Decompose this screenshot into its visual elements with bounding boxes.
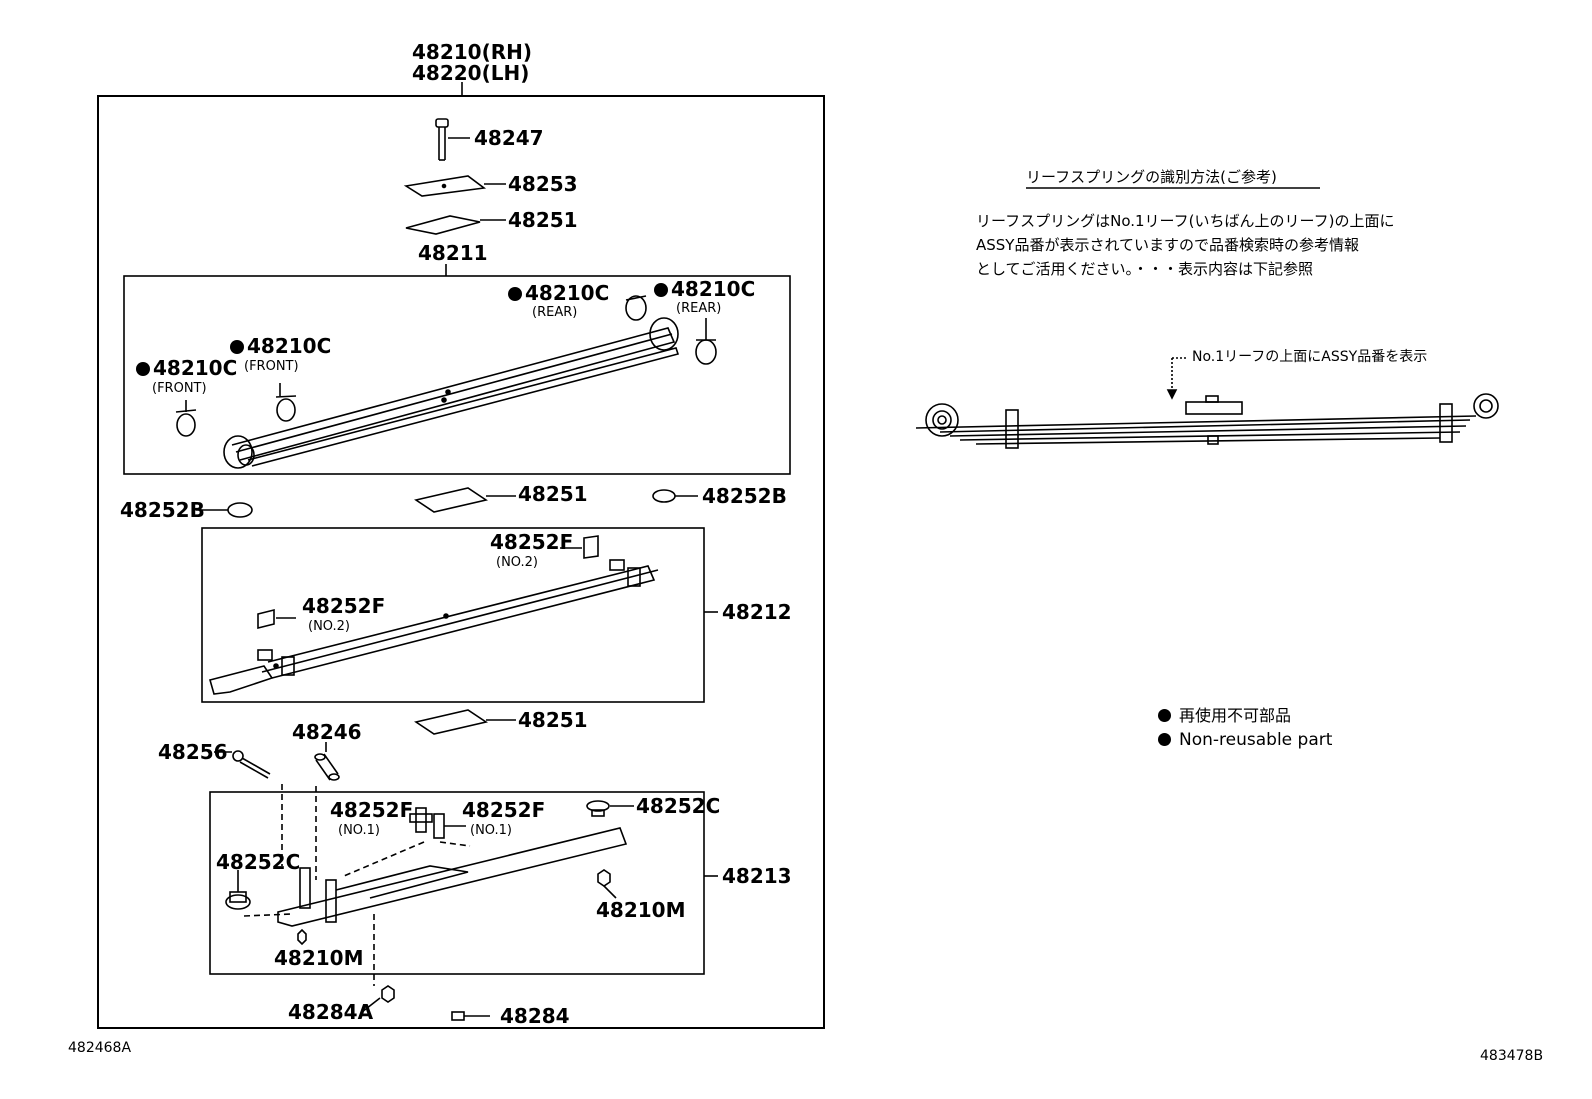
clip-no1-left-note: (NO.1) (338, 823, 380, 838)
assembly-lh-label[interactable]: 48220(LH) (412, 61, 530, 85)
part-48251-low-label[interactable]: 48251 (518, 708, 588, 732)
info-line-2: ASSY品番が表示されていますので品番検索時の参考情報 (976, 236, 1360, 254)
info-heading: リーフスプリングの識別方法(ご参考) (1026, 168, 1277, 186)
bushing-front-2-note: (FRONT) (244, 359, 299, 374)
part-48213-label[interactable]: 48213 (722, 864, 792, 888)
bushing-rear-2-code: 48210C (671, 277, 756, 301)
pin-48246 (314, 742, 340, 781)
ref-left: 482468A (68, 1040, 132, 1056)
pad-48251-mid (414, 487, 516, 513)
bushing-front-1 (175, 400, 197, 437)
bushing-front-2 (275, 383, 297, 422)
pad-48251-low (414, 709, 516, 735)
plate-48213 (277, 827, 628, 927)
bumper-48252C-left (225, 870, 251, 910)
info-line-1: リーフスプリングはNo.1リーフ(いちばん上のリーフ)の上面に (976, 212, 1395, 230)
non-reusable-mark (136, 362, 150, 376)
clip-no2-right (560, 535, 599, 559)
leaf-48211 (223, 317, 680, 469)
clip-no1-left-label[interactable]: 48252F (330, 798, 414, 822)
part-48252C-left-label[interactable]: 48252C (216, 850, 301, 874)
part-48252B-left-label[interactable]: 48252B (120, 498, 205, 522)
nut-48284 (451, 1011, 490, 1021)
part-48246-label[interactable]: 48246 (292, 720, 362, 744)
frame-48213 (209, 791, 705, 975)
clip-no1-right-label[interactable]: 48252F (462, 798, 546, 822)
bushing-front-1-code: 48210C (153, 356, 238, 380)
bushing-front-2-label[interactable]: 48210C (230, 336, 331, 356)
bushing-rear-2 (695, 318, 717, 365)
bushing-front-1-label[interactable]: 48210C (136, 358, 237, 378)
bushing-rear-2-label[interactable]: 48210C (654, 279, 755, 299)
bolt-48247 (435, 118, 470, 161)
legend-en: Non-reusable part (1158, 732, 1332, 749)
part-48210M-left-label[interactable]: 48210M (274, 946, 364, 970)
part-48251-top-label[interactable]: 48251 (508, 208, 578, 232)
bushing-rear-2-note: (REAR) (676, 301, 722, 316)
ref-right: 483478B (1480, 1048, 1544, 1064)
callout-text: No.1リーフの上面にASSY品番を表示 (1192, 349, 1428, 365)
reference-spring (915, 393, 1499, 449)
part-48211-label[interactable]: 48211 (418, 241, 488, 265)
nut-48284A (361, 985, 395, 1013)
nut-48210M-left (297, 928, 307, 946)
legend-jp-text: 再使用不可部品 (1179, 706, 1292, 725)
plate-48253 (403, 175, 506, 197)
part-48210M-right-label[interactable]: 48210M (596, 898, 686, 922)
bushing-front-1-note: (FRONT) (152, 381, 207, 396)
part-48284A-label[interactable]: 48284A (288, 1000, 374, 1024)
assembly-rh-label[interactable]: 48210(RH) (412, 40, 532, 64)
non-reusable-mark (230, 340, 244, 354)
clip-no2-right-note: (NO.2) (496, 555, 538, 570)
part-48252C-right-label[interactable]: 48252C (636, 794, 721, 818)
assembly-frame (97, 95, 825, 1029)
part-48252B-right-label[interactable]: 48252B (702, 484, 787, 508)
bolt-48256 (214, 750, 271, 779)
clip-no1-right-note: (NO.1) (470, 823, 512, 838)
bushing-rear-1 (625, 295, 647, 321)
clip-no1-right (433, 813, 466, 839)
callout-arrow (1166, 357, 1188, 400)
legend-dot-icon (1158, 733, 1171, 746)
part-48251-mid-label[interactable]: 48251 (518, 482, 588, 506)
part-48256-label[interactable]: 48256 (158, 740, 228, 764)
frame-48211 (123, 275, 791, 475)
clip-no2-left-label[interactable]: 48252F (302, 594, 386, 618)
legend-jp: 再使用不可部品 (1158, 708, 1291, 724)
bushing-rear-1-label[interactable]: 48210C (508, 283, 609, 303)
dashed-guides (243, 784, 471, 986)
legend-en-text: Non-reusable part (1179, 730, 1333, 750)
frame-48212 (201, 527, 705, 703)
nut-48210M-right (597, 869, 617, 899)
legend-dot-icon (1158, 709, 1171, 722)
bumper-48252C-right (586, 800, 634, 817)
clip-no1-left (409, 807, 433, 833)
bushing-rear-1-note: (REAR) (532, 305, 578, 320)
info-line-3: としてご活用ください。・・・表示内容は下記参照 (976, 260, 1314, 278)
part-48284-label[interactable]: 48284 (500, 1004, 570, 1028)
part-48212-label[interactable]: 48212 (722, 600, 792, 624)
bushing-front-2-code: 48210C (247, 334, 332, 358)
pad-48251-top (405, 215, 506, 235)
clip-no2-right-label[interactable]: 48252F (490, 530, 574, 554)
non-reusable-mark (508, 287, 522, 301)
non-reusable-mark (654, 283, 668, 297)
rubber-48252B-right (652, 489, 698, 503)
bushing-rear-1-code: 48210C (525, 281, 610, 305)
part-48253-label[interactable]: 48253 (508, 172, 578, 196)
leaf-48212 (209, 559, 659, 695)
clip-no2-left (257, 608, 296, 630)
rubber-48252B-left (196, 502, 253, 518)
part-48247-label[interactable]: 48247 (474, 126, 544, 150)
clip-no2-left-note: (NO.2) (308, 619, 350, 634)
